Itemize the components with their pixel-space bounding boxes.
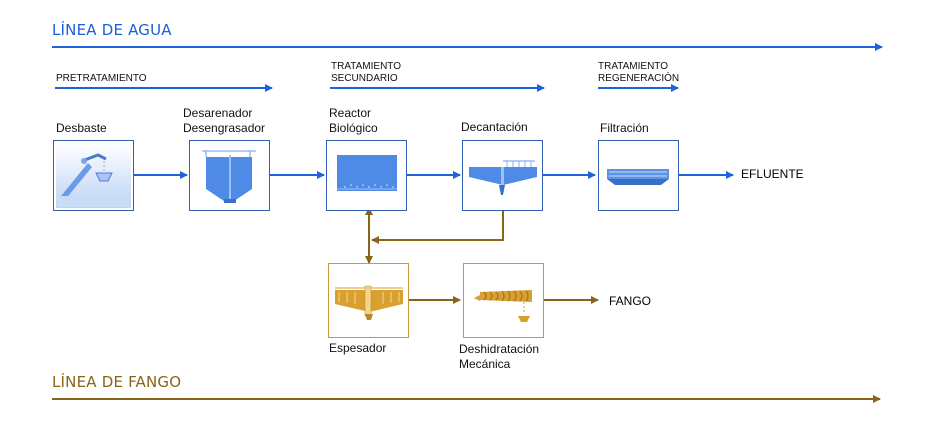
phase-pretreatment: PRETRATAMIENTO xyxy=(56,73,147,84)
water-line-title: LÍNEA DE AGUA xyxy=(52,21,172,39)
label-deshidratacion-line1: Deshidratación xyxy=(459,342,540,356)
bioreactor-icon xyxy=(329,143,404,208)
filter-icon xyxy=(601,143,676,208)
unit-desarenador xyxy=(189,140,270,211)
unit-decantacion xyxy=(462,140,543,211)
label-decantacion: Decantación xyxy=(461,120,528,134)
unit-desbaste xyxy=(53,140,134,211)
label-reactor: Reactor Biológico xyxy=(329,106,378,136)
unit-deshidratacion xyxy=(463,263,544,338)
label-filtracion: Filtración xyxy=(600,121,649,135)
phase-regeneration-line2: REGENERACIÓN xyxy=(598,73,680,84)
label-desbaste: Desbaste xyxy=(56,121,107,135)
sludge-line-title: LÍNEA DE FANGO xyxy=(52,373,182,391)
unit-reactor xyxy=(326,140,407,211)
grit-tank-icon xyxy=(192,143,267,208)
sludge-output-label: FANGO xyxy=(609,294,652,308)
phase-regeneration-line1: TRATAMIENTO xyxy=(598,61,668,72)
dewatering-icon xyxy=(466,266,541,335)
screening-icon xyxy=(56,143,131,208)
label-deshidratacion-line2: Mecánica xyxy=(459,357,511,371)
phase-secondary-line1: TRATAMIENTO xyxy=(331,61,401,72)
sludge-return-line xyxy=(371,211,504,244)
unit-espesador xyxy=(328,263,409,338)
effluent-label: EFLUENTE xyxy=(741,167,804,181)
label-espesador: Espesador xyxy=(329,341,387,355)
label-desarenador: Desarenador Desengrasador xyxy=(183,106,265,136)
phase-secondary: TRATAMIENTO SECUNDARIO xyxy=(331,61,401,85)
thickener-icon xyxy=(331,266,406,335)
label-desarenador-line2: Desengrasador xyxy=(183,121,266,135)
phase-regeneration: TRATAMIENTO REGENERACIÓN xyxy=(598,61,679,85)
label-deshidratacion: Deshidratación Mecánica xyxy=(459,342,539,372)
label-reactor-line1: Reactor xyxy=(329,106,372,120)
clarifier-icon xyxy=(465,143,540,208)
label-desarenador-line1: Desarenador xyxy=(183,106,253,120)
phase-secondary-line2: SECUNDARIO xyxy=(331,73,398,84)
unit-filtracion xyxy=(598,140,679,211)
label-reactor-line2: Biológico xyxy=(329,121,378,135)
